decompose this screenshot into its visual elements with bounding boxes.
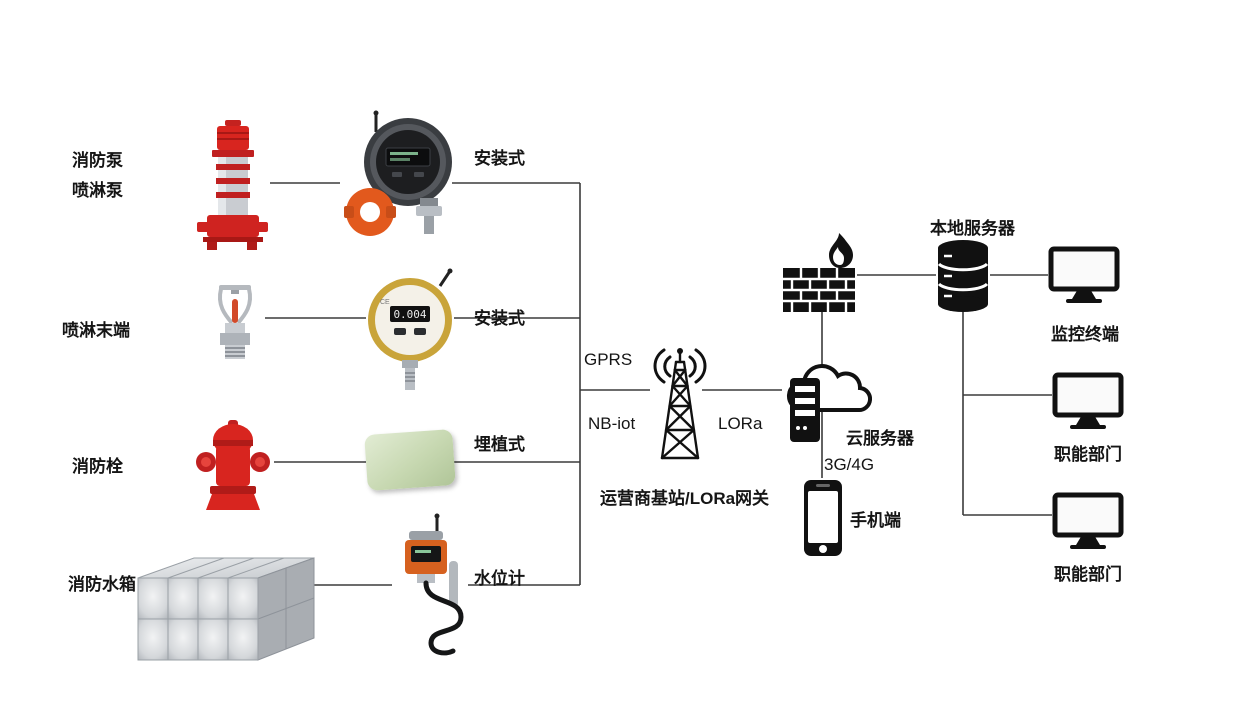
buried-sensor-icon	[364, 428, 456, 492]
label-monitor-terminal: 监控终端	[1051, 325, 1119, 344]
label-buried-type: 埋植式	[474, 435, 525, 454]
fire-hydrant-image	[196, 420, 270, 510]
label-local-server: 本地服务器	[930, 219, 1015, 238]
radio-tower-icon	[653, 348, 707, 460]
label-nb-iot: NB-iot	[588, 414, 636, 433]
gauge-reading: 0.004	[393, 308, 426, 321]
gauge-ce-mark: CE	[380, 299, 390, 306]
label-mounted-type-2: 安装式	[474, 309, 525, 328]
connector-line-group	[265, 182, 1052, 586]
label-mobile: 手机端	[850, 511, 901, 530]
label-dept-2: 职能部门	[1054, 565, 1122, 584]
digital-pressure-gauge-icon: CE 0.004	[368, 268, 453, 390]
water-tank-image	[137, 557, 315, 661]
phone-icon	[804, 480, 842, 556]
local-server-icon	[937, 240, 989, 312]
label-sprinkler-pump: 喷淋泵	[72, 181, 123, 200]
water-level-sensor-icon	[405, 513, 464, 656]
label-fire-pump: 消防泵	[72, 151, 123, 170]
label-gprs: GPRS	[584, 350, 633, 369]
monitor-icon	[1052, 492, 1124, 549]
cloud-server-icon	[786, 364, 872, 442]
label-water-level: 水位计	[474, 569, 525, 588]
label-dept-1: 职能部门	[1054, 445, 1122, 464]
monitor-icon	[1048, 246, 1120, 303]
wireless-pressure-sensor-icon	[344, 110, 452, 236]
sprinkler-head-image	[218, 285, 252, 359]
label-lora: LORa	[718, 414, 763, 433]
fire-pump-image	[197, 120, 268, 250]
label-sprinkler-end: 喷淋末端	[62, 321, 130, 340]
label-cloud-server: 云服务器	[846, 429, 914, 448]
label-3g4g: 3G/4G	[824, 455, 875, 474]
label-mounted-type-1: 安装式	[474, 149, 525, 168]
label-base-station: 运营商基站/LORa网关	[600, 489, 770, 508]
label-water-tank: 消防水箱	[68, 575, 136, 594]
label-fire-hydrant: 消防栓	[72, 457, 123, 476]
firewall-icon	[783, 233, 855, 312]
monitor-icon	[1052, 372, 1124, 429]
